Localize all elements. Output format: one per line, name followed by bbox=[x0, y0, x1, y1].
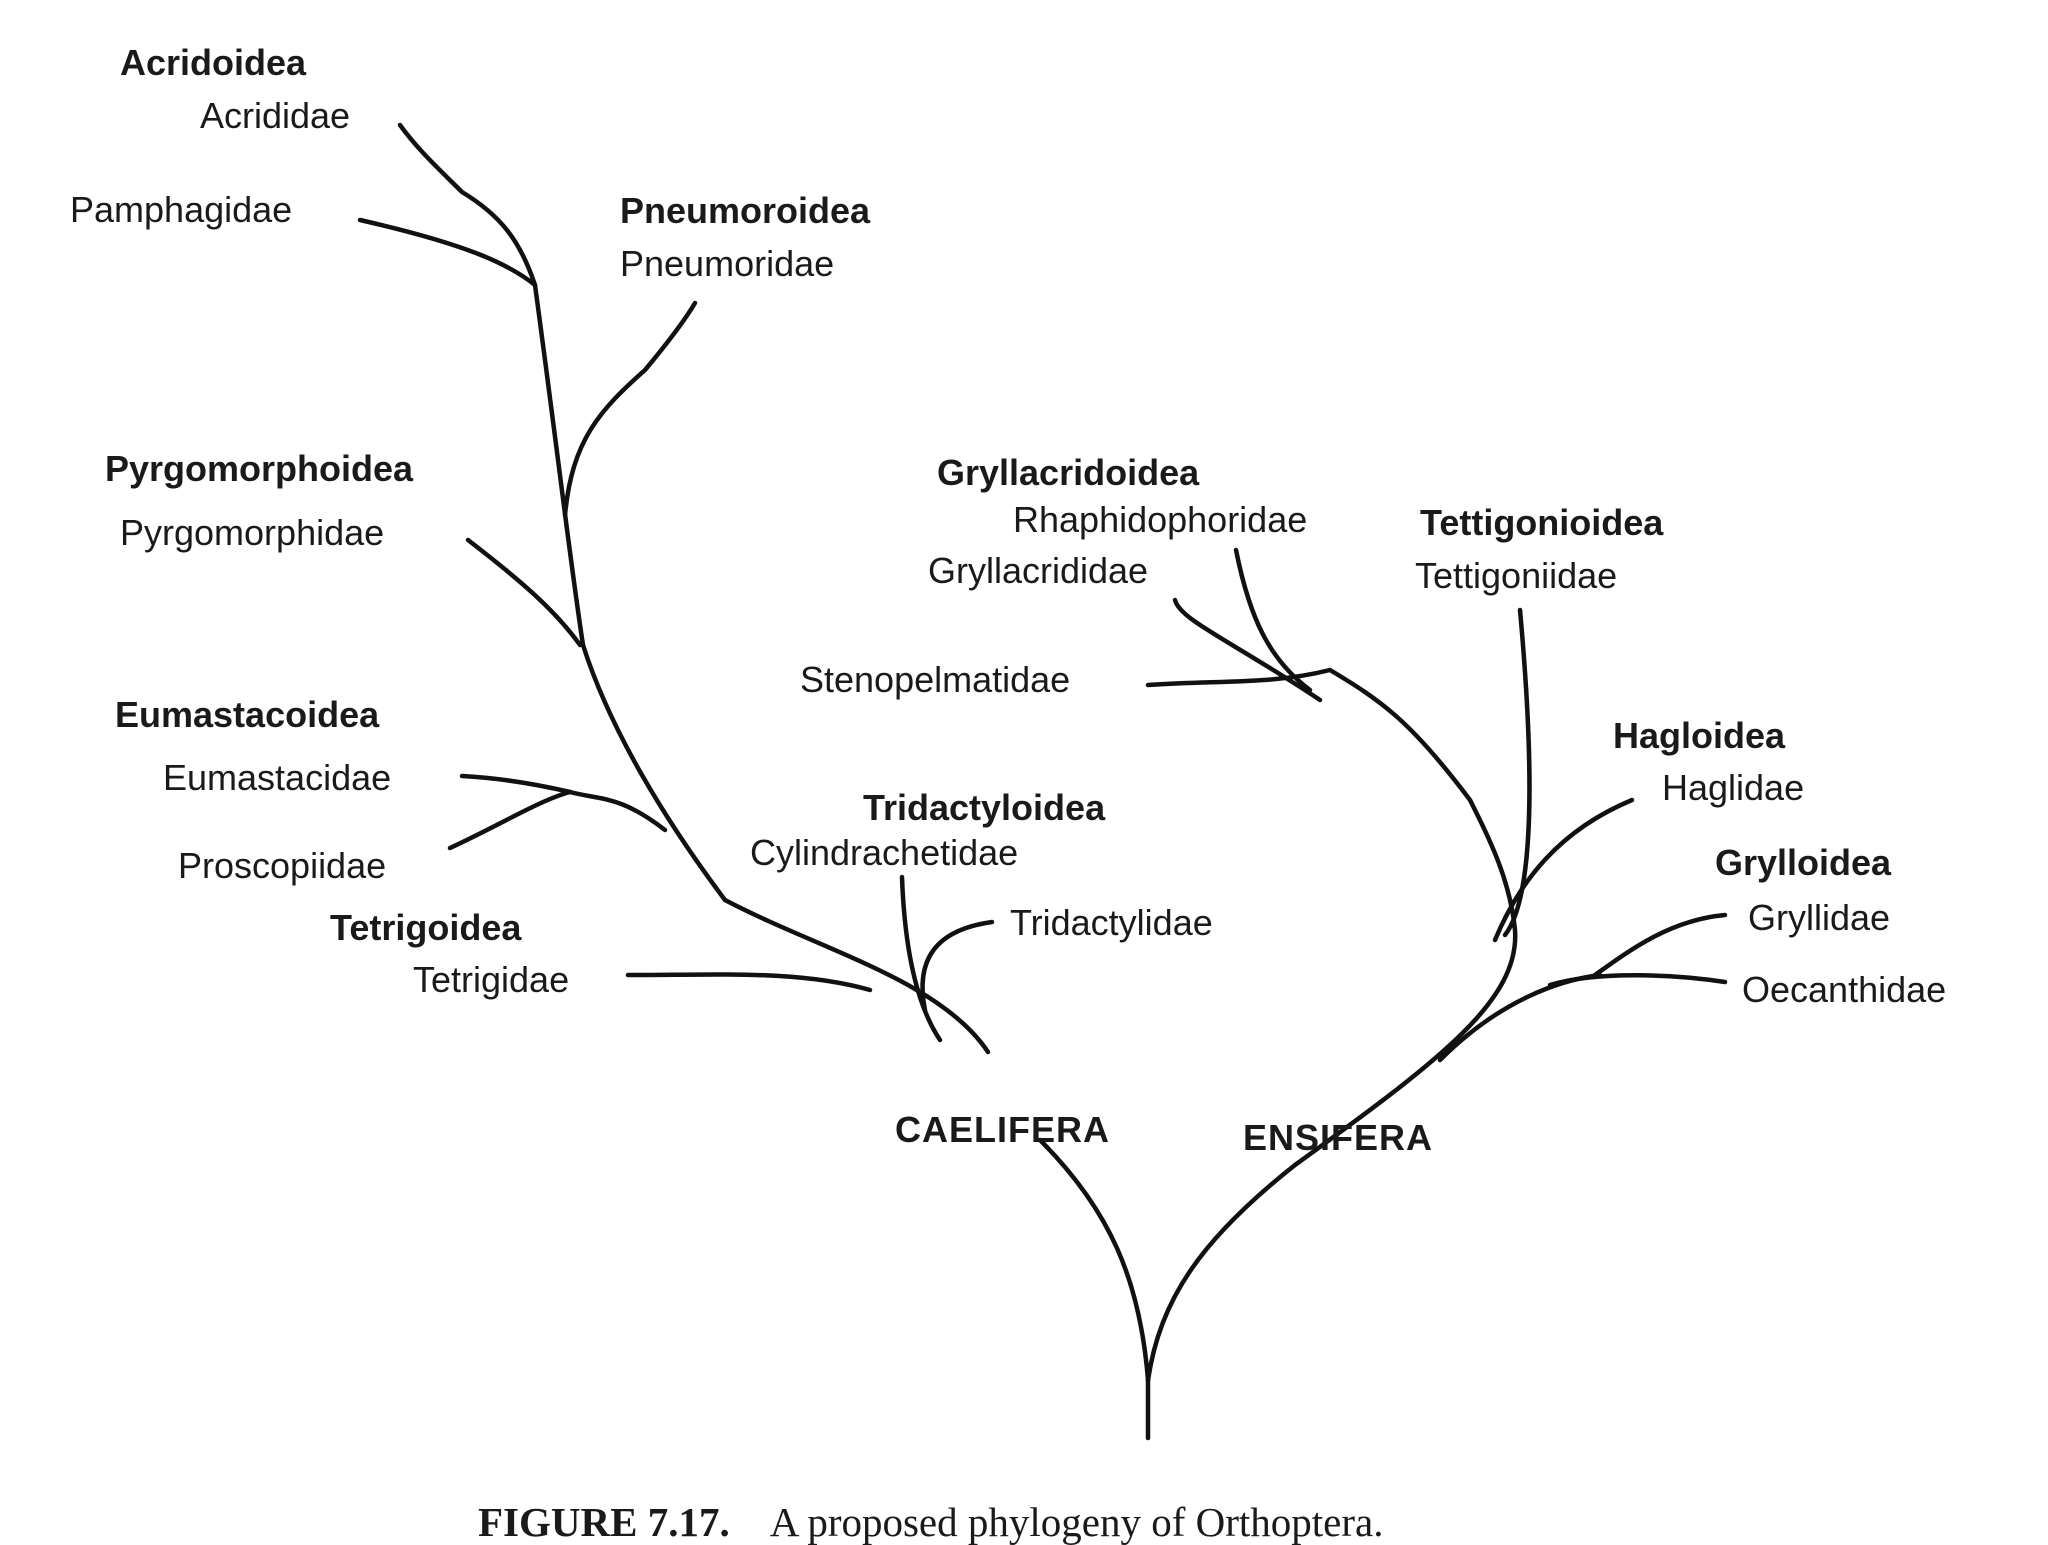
gryllacridoidea-branch bbox=[1327, 667, 1473, 803]
rhaphidophoridae-branch bbox=[1233, 547, 1313, 693]
proscopiidae-branch bbox=[447, 789, 573, 851]
gryllidae-branch bbox=[1592, 912, 1728, 978]
pyrgomorphidae-label: Pyrgomorphidae bbox=[120, 512, 385, 553]
ensifera-stem bbox=[1145, 1162, 1298, 1383]
stenopelmatidae-label: Stenopelmatidae bbox=[800, 659, 1071, 700]
caption-text: A proposed phylogeny of Orthoptera. bbox=[769, 1499, 1384, 1545]
tettigoniidae-label: Tettigoniidae bbox=[1415, 555, 1618, 596]
oecanthidae-label: Oecanthidae bbox=[1742, 969, 1947, 1010]
ensifera-label: ENSIFERA bbox=[1243, 1117, 1434, 1158]
caelifera-main-branch bbox=[722, 897, 991, 1055]
eumastacidae-branch bbox=[459, 773, 573, 795]
pyrgomorphidae-branch bbox=[465, 537, 583, 648]
tetrigoidea-label: Tetrigoidea bbox=[330, 907, 522, 948]
tridactyloidea-branch bbox=[899, 874, 943, 1043]
pyrgomorphoidea-label: Pyrgomorphoidea bbox=[105, 448, 414, 489]
haglidae-branch bbox=[1492, 797, 1635, 943]
tridactylidae-label: Tridactylidae bbox=[1010, 902, 1213, 943]
gryllacridoidea-label: Gryllacridoidea bbox=[937, 452, 1200, 493]
grylloidea-label: Grylloidea bbox=[1715, 842, 1892, 883]
eumastacoidea-branch bbox=[567, 789, 668, 833]
pneumoridae-label: Pneumoridae bbox=[620, 243, 835, 284]
acrididae-branch bbox=[397, 122, 538, 288]
caelifera-stem bbox=[1037, 1137, 1151, 1383]
pamphagidae-branch bbox=[357, 217, 538, 288]
figure-number: FIGURE 7.17. bbox=[478, 1499, 730, 1545]
oecanthidae-branch bbox=[1547, 973, 1728, 988]
figure-caption: FIGURE 7.17. A proposed phylogeny of Orth… bbox=[478, 1502, 1383, 1543]
pneumoridae-branch bbox=[562, 300, 698, 518]
grylloidea-branch bbox=[1437, 972, 1603, 1063]
hagloidea-label: Hagloidea bbox=[1613, 715, 1786, 756]
acrididae-label: Acrididae bbox=[200, 95, 351, 136]
tetrigidae-label: Tetrigidae bbox=[413, 959, 570, 1000]
tridactyloidea-label: Tridactyloidea bbox=[863, 787, 1106, 828]
tettigoniidae-branch bbox=[1502, 607, 1532, 938]
acridoidea-label: Acridoidea bbox=[120, 42, 307, 83]
eumastacidae-label: Eumastacidae bbox=[163, 757, 392, 798]
eumastacoidea-label: Eumastacoidea bbox=[115, 694, 380, 735]
rhaphidophoridae-label: Rhaphidophoridae bbox=[1013, 499, 1308, 540]
ensifera-main-branch bbox=[1292, 797, 1518, 1168]
gryllacrididae-label: Gryllacrididae bbox=[928, 550, 1149, 591]
stenopelmatidae-branch bbox=[1145, 667, 1333, 688]
gryllidae-label: Gryllidae bbox=[1748, 897, 1891, 938]
pamphagidae-label: Pamphagidae bbox=[70, 189, 293, 230]
tetrigidae-branch bbox=[625, 972, 873, 993]
tridactylidae-branch bbox=[920, 919, 995, 1013]
proscopiidae-label: Proscopiidae bbox=[178, 845, 387, 886]
caelifera-upper-trunk bbox=[532, 282, 728, 903]
cylindrachetidae-label: Cylindrachetidae bbox=[750, 832, 1019, 873]
haglidae-label: Haglidae bbox=[1662, 767, 1805, 808]
pneumoroidea-label: Pneumoroidea bbox=[620, 190, 871, 231]
caelifera-label: CAELIFERA bbox=[895, 1109, 1110, 1150]
tettigonioidea-label: Tettigonioidea bbox=[1420, 502, 1664, 543]
gryllacrididae-branch bbox=[1172, 597, 1323, 703]
